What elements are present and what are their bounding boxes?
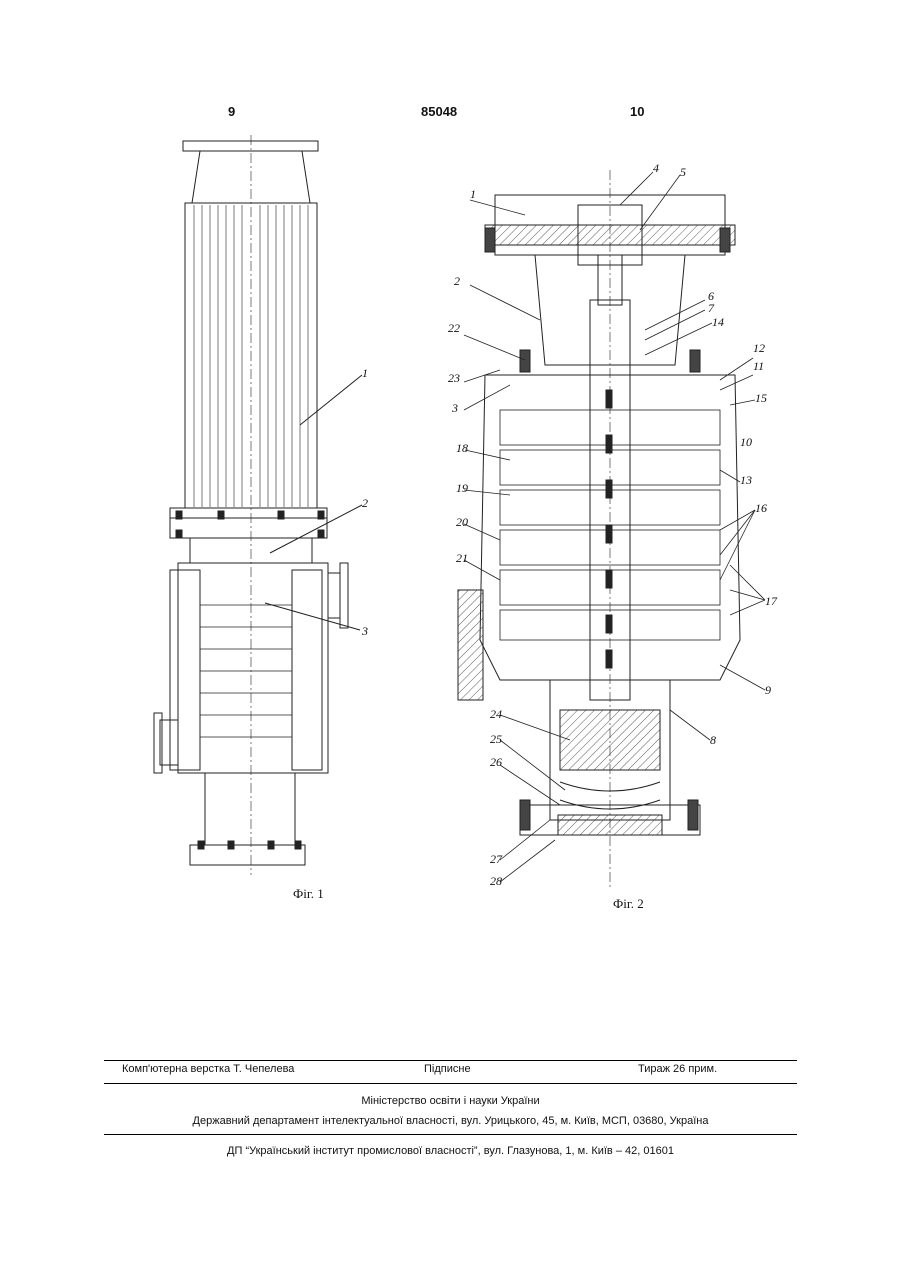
fig2-label-3: 3 [451, 401, 458, 415]
fig2-label-14: 14 [712, 315, 724, 329]
page-number-left: 9 [228, 104, 235, 119]
fig2-label-10: 10 [740, 435, 752, 449]
fig2-label-28: 28 [490, 874, 502, 888]
figure-1-caption: Фіг. 1 [293, 886, 324, 902]
figure-1-drawing: 1 2 3 [150, 135, 380, 875]
fig2-label-19: 19 [456, 481, 468, 495]
fig2-label-7: 7 [708, 301, 715, 315]
fig1-label-1: 1 [362, 366, 368, 380]
footer-rule-middle [104, 1083, 797, 1084]
footer-pidpysne: Підписне [424, 1063, 471, 1075]
fig2-label-8: 8 [710, 733, 716, 747]
fig2-label-18: 18 [456, 441, 468, 455]
fig2-label-13: 13 [740, 473, 752, 487]
page-number-right: 10 [630, 104, 644, 119]
fig2-label-17: 17 [765, 594, 778, 608]
fig2-label-24: 24 [490, 707, 502, 721]
footer-ministry: Міністерство освіти і науки України [0, 1095, 901, 1107]
fig2-label-23: 23 [448, 371, 460, 385]
fig2-label-11: 11 [753, 359, 764, 373]
fig2-label-2: 2 [454, 274, 460, 288]
fig2-label-26: 26 [490, 755, 502, 769]
fig2-label-5: 5 [680, 165, 686, 179]
shaft-keyways [606, 390, 612, 668]
fig2-label-20: 20 [456, 515, 468, 529]
footer-rule-bottom [104, 1134, 797, 1135]
footer-department: Державний департамент інтелектуальної вл… [0, 1115, 901, 1127]
fig1-label-3: 3 [361, 624, 368, 638]
fig2-label-1: 1 [470, 187, 476, 201]
fig2-label-12: 12 [753, 341, 765, 355]
footer-tyrazh: Тираж 26 прим. [638, 1063, 717, 1075]
fig2-label-27: 27 [490, 852, 503, 866]
fig2-label-15: 15 [755, 391, 767, 405]
footer-rule-top [104, 1060, 797, 1061]
figure-2-caption: Фіг. 2 [613, 896, 644, 912]
footer-verstka: Комп'ютерна верстка Т. Чепелева [122, 1063, 294, 1075]
fig2-label-9: 9 [765, 683, 771, 697]
patent-number: 85048 [421, 104, 457, 119]
fig2-label-4: 4 [653, 161, 659, 175]
fig1-label-2: 2 [362, 496, 368, 510]
fig2-label-16: 16 [755, 501, 767, 515]
fig2-label-21: 21 [456, 551, 468, 565]
footer-institute: ДП “Український інститут промислової вла… [0, 1145, 901, 1157]
fig2-label-25: 25 [490, 732, 502, 746]
fig2-label-22: 22 [448, 321, 460, 335]
figure-2-drawing: 1 4 5 2 6 7 14 22 12 11 23 15 3 10 18 13… [440, 160, 800, 895]
